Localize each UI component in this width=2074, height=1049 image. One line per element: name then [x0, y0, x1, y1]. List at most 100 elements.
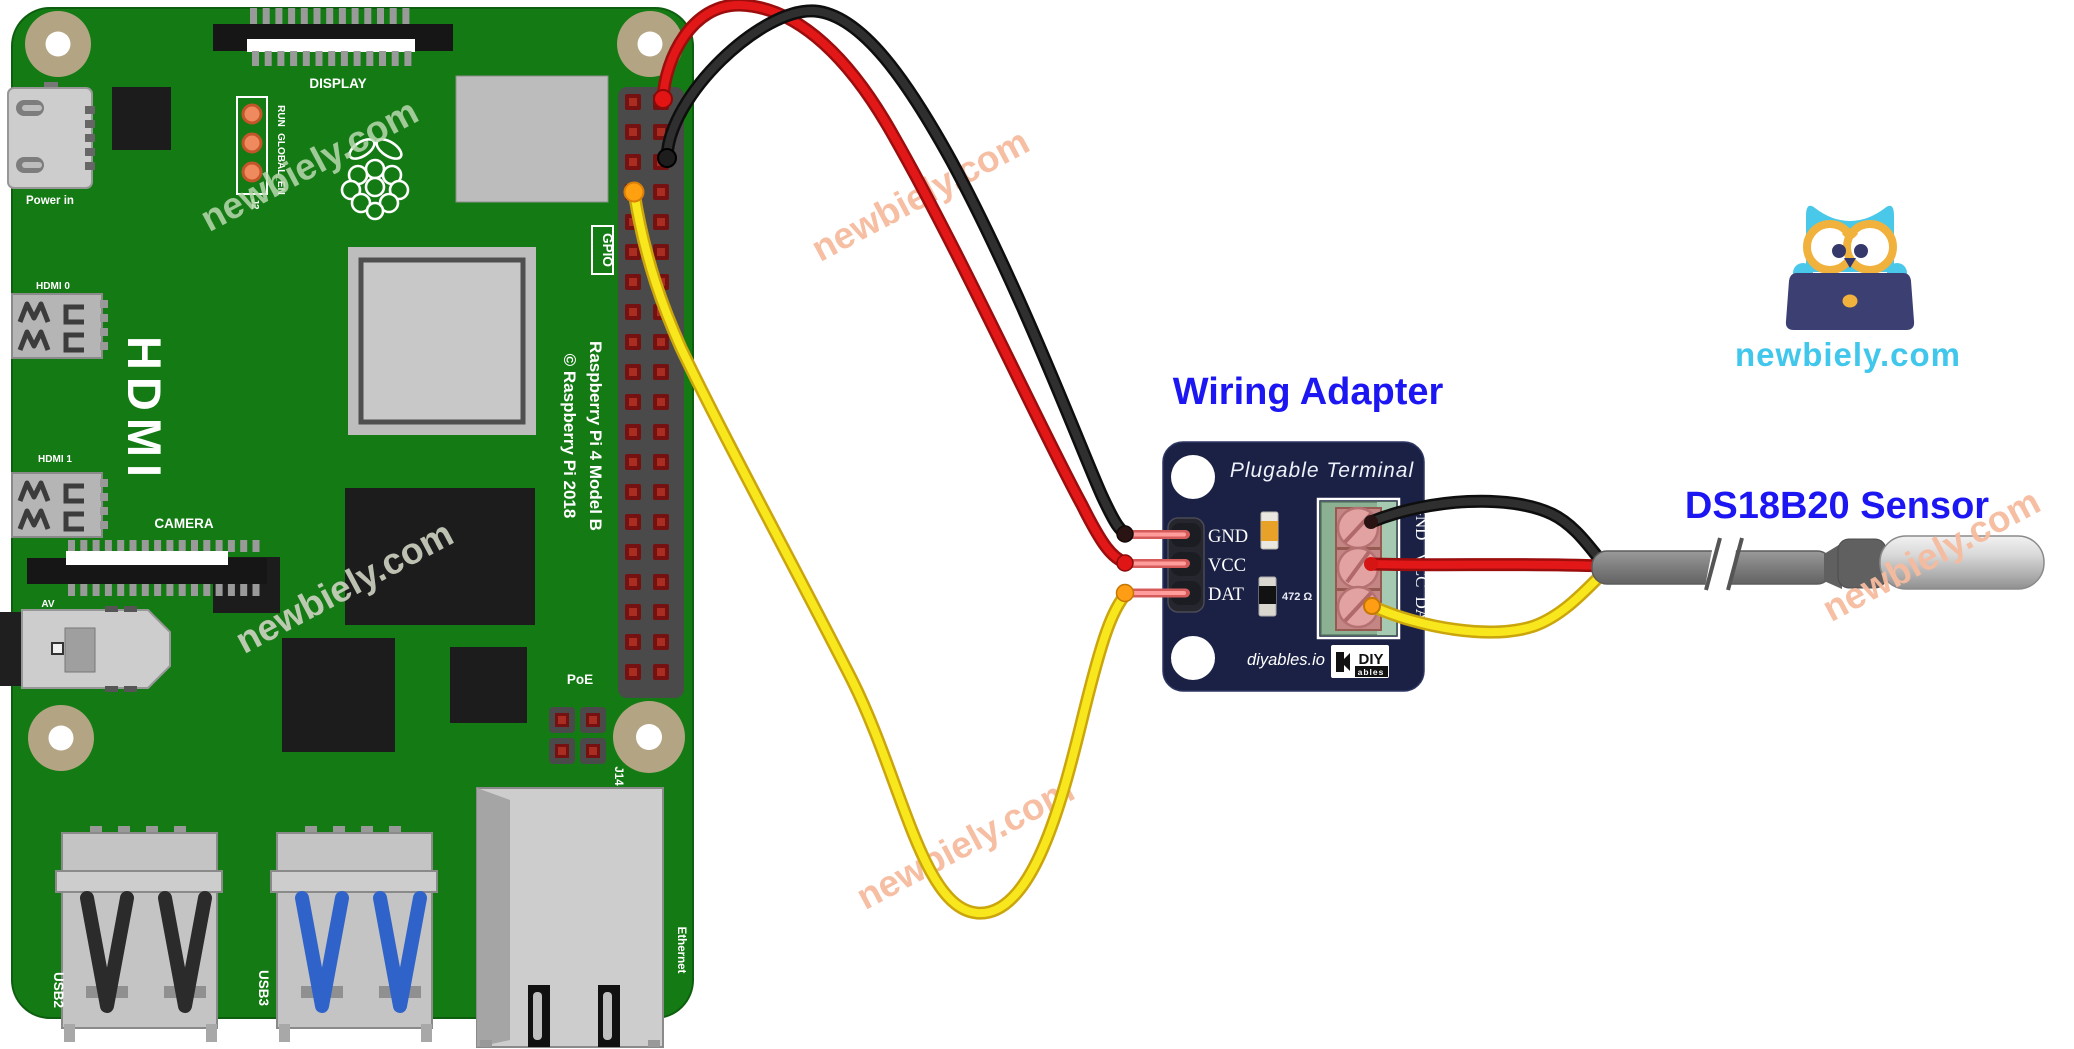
run-label: RUN — [275, 105, 286, 127]
gpio-pin-center — [657, 668, 665, 676]
connector-tooth — [178, 540, 186, 552]
connector-tooth — [154, 540, 162, 552]
laptop-logo-dot — [1842, 294, 1858, 308]
connector-tooth — [104, 584, 112, 596]
ables-logo-text: ables — [1358, 667, 1385, 677]
gpio-pin-center — [629, 608, 637, 616]
wire-yellow-gpio-to-dat — [630, 188, 1130, 918]
connector-tooth — [250, 8, 257, 24]
wire-yellow-outline — [627, 185, 1133, 920]
connector-tooth — [402, 8, 410, 24]
chip-ram — [345, 488, 535, 625]
usb2-port — [55, 826, 223, 1042]
gpio-pin-center — [657, 218, 665, 226]
connector-tooth — [100, 479, 108, 487]
gpio-pin-center — [657, 458, 665, 466]
connector-tooth — [264, 51, 272, 66]
display-connector — [213, 8, 453, 66]
connector-tooth — [275, 8, 283, 24]
connector-tooth — [290, 51, 298, 66]
gpio-pin-center — [629, 668, 637, 676]
gpio-pin-center — [629, 518, 637, 526]
connector-tooth — [262, 8, 270, 24]
connector-tooth — [68, 540, 75, 552]
adapter-heading: Plugable Terminal — [1230, 459, 1415, 482]
connector-tooth — [377, 8, 384, 24]
newbiely-logo-text: newbiely.com — [1735, 336, 1961, 373]
adapter-title: Wiring Adapter — [1173, 371, 1444, 413]
connector-tooth — [100, 507, 108, 515]
diyables-logo: DIY ables — [1331, 645, 1389, 678]
av-jack — [0, 606, 171, 692]
adapter-led — [1260, 511, 1279, 550]
connector-tooth — [252, 540, 260, 552]
connector-tooth — [85, 148, 95, 156]
connector-tooth — [328, 51, 336, 66]
poe-pin-center — [589, 747, 597, 755]
screw-dot-orange — [1363, 597, 1381, 615]
connector-tooth — [68, 584, 75, 596]
adapter-hole-bottom — [1171, 636, 1215, 680]
gpio-pin-center — [657, 248, 665, 256]
connector-tooth — [141, 584, 149, 596]
hdmi1-port — [11, 472, 108, 538]
adapter-pin-vcc-label: VCC — [1208, 556, 1246, 576]
probe-body — [1879, 535, 2045, 590]
chip-usb-controller — [282, 638, 395, 752]
hdmi-big-label: HDMI — [118, 336, 171, 484]
connector-tooth — [100, 314, 108, 322]
power-in-label: Power in — [26, 195, 74, 207]
connector-tooth — [252, 51, 259, 66]
newbiely-logo: newbiely.com — [1735, 205, 1961, 373]
connector-tooth — [80, 584, 88, 596]
raspberry-pi-logo-icon — [340, 138, 410, 221]
connector-tooth — [215, 540, 223, 552]
owl-glasses-right — [1843, 220, 1897, 274]
usb-tab — [333, 826, 345, 833]
sensor-title: DS18B20 Sensor — [1685, 485, 1989, 527]
gpio-pin-center — [629, 548, 637, 556]
connector-tooth — [353, 51, 361, 66]
pi-pin-cap-red — [653, 89, 673, 109]
gpio-pin-center — [657, 608, 665, 616]
pi-pin-cap-orange — [623, 181, 645, 203]
connector-tooth — [277, 51, 285, 66]
soc-chip — [348, 247, 536, 435]
pi-copyright-label: © Raspberry Pi 2018 — [560, 354, 579, 519]
connector-tooth — [191, 540, 198, 552]
connector-tooth — [129, 584, 137, 596]
gpio-pin-center — [629, 308, 637, 316]
connector-tooth — [100, 493, 108, 501]
poe-pin-center — [558, 716, 566, 724]
ethernet-port — [476, 787, 664, 1048]
usb-tab — [389, 826, 401, 833]
connector-tooth — [92, 584, 100, 596]
connector-tooth — [100, 521, 108, 529]
connector-tooth — [85, 162, 95, 170]
usb2-label: USB2 — [51, 972, 66, 1008]
screw-dot-red — [1364, 557, 1378, 571]
connector-tooth — [100, 342, 108, 350]
usb3-port — [270, 826, 438, 1042]
connector-tooth — [313, 8, 321, 24]
j2-label: J2 — [249, 198, 260, 210]
owl-pupil-left — [1832, 244, 1846, 258]
connector-tooth — [364, 8, 372, 24]
gpio-pin-center — [629, 638, 637, 646]
gpio-pin-center — [629, 278, 637, 286]
gpio-pin-center — [657, 128, 665, 136]
poe-pin-center — [558, 747, 566, 755]
poe-header — [549, 707, 606, 764]
owl-pupil-right — [1854, 244, 1868, 258]
connector-tooth — [215, 584, 223, 596]
connector-tooth — [227, 540, 235, 552]
chip-ethernet-controller — [450, 647, 527, 723]
adapter-pin-gnd-label: GND — [1208, 527, 1248, 547]
connector-tooth — [315, 51, 323, 66]
cable-break-slash-1 — [1704, 537, 1722, 591]
diy-logo-text: DIY — [1358, 651, 1383, 668]
gpio-pin-center — [657, 578, 665, 586]
screw-dot-black — [1364, 515, 1378, 529]
connector-tooth — [227, 584, 235, 596]
poe-pin-center — [589, 716, 597, 724]
